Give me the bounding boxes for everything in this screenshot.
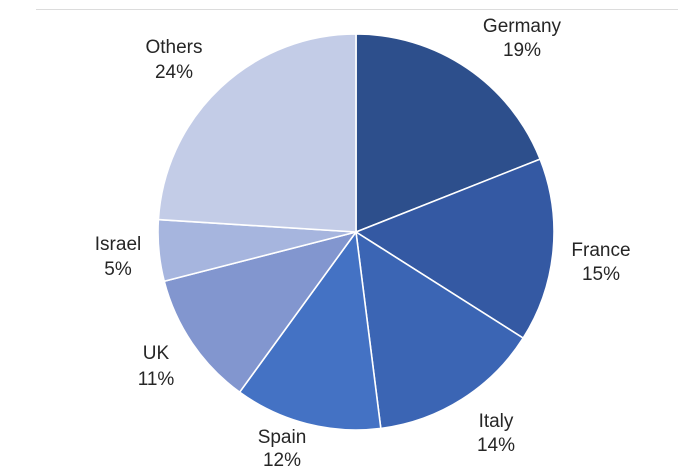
pie-slice-france [354,158,555,340]
pie-slice-uk [163,230,358,394]
slice-label-spain: Spain [258,427,307,448]
slice-value-israel: 5% [104,259,132,280]
slice-value-france: 15% [582,264,620,285]
pie-slice-spain [238,229,382,431]
slice-value-spain: 12% [263,450,301,471]
pie-slices [157,33,555,431]
slice-label-france: France [571,240,630,261]
slice-value-italy: 14% [477,435,515,456]
slice-label-uk: UK [143,343,170,364]
pie-slice-others [157,33,357,233]
slice-label-italy: Italy [479,411,514,432]
slice-label-others: Others [145,37,202,58]
pie-slice-germany [355,33,542,234]
slice-value-germany: 19% [503,40,541,61]
slice-value-others: 24% [155,62,193,83]
slice-label-israel: Israel [95,234,141,255]
slice-value-uk: 11% [138,369,175,390]
pie-slice-italy [354,230,525,430]
slice-label-germany: Germany [483,16,562,37]
